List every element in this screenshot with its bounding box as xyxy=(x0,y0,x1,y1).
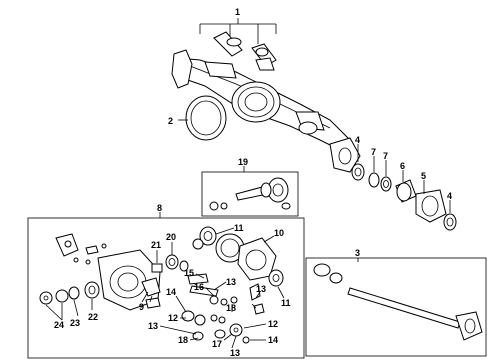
callout-labels: 1 2 3 4 4 5 6 7 7 8 9 10 11 11 12 12 13 … xyxy=(54,7,452,358)
callout-3: 3 xyxy=(355,248,360,258)
callout-17: 17 xyxy=(212,339,222,349)
callout-8: 8 xyxy=(157,203,162,213)
cover-gasket xyxy=(185,95,227,141)
callout-4-lower: 4 xyxy=(447,191,452,201)
callout-11-lower: 11 xyxy=(281,298,291,308)
callout-13-left: 13 xyxy=(148,321,158,331)
callout-13-upper: 13 xyxy=(226,277,236,287)
callout-5: 5 xyxy=(421,171,426,181)
callout-19: 19 xyxy=(238,157,248,167)
callout-11-upper: 11 xyxy=(234,223,244,233)
callout-24: 24 xyxy=(54,320,64,330)
axle-bearing-group xyxy=(351,163,457,231)
callout-18-left: 18 xyxy=(178,335,188,345)
callout-21: 21 xyxy=(151,240,161,250)
callout-2: 2 xyxy=(168,116,173,126)
leader-lines xyxy=(45,18,451,349)
axle-shaft xyxy=(305,257,487,357)
vent-hose-set xyxy=(213,31,277,71)
callout-9: 9 xyxy=(139,302,144,312)
callout-12-right: 12 xyxy=(268,319,278,329)
callout-22: 22 xyxy=(88,312,98,322)
axle-housing xyxy=(171,49,361,173)
pinion-kit xyxy=(201,171,299,217)
carrier-kit xyxy=(27,217,305,359)
callout-15: 15 xyxy=(184,268,194,278)
callout-13-bottom: 13 xyxy=(230,348,240,358)
callout-12-left: 12 xyxy=(168,313,178,323)
callout-7-left: 7 xyxy=(371,147,376,157)
callout-10: 10 xyxy=(274,228,284,238)
callout-7-right: 7 xyxy=(383,151,388,161)
callout-20: 20 xyxy=(166,232,176,242)
callout-16: 16 xyxy=(194,282,204,292)
callout-14-right: 14 xyxy=(268,335,278,345)
callout-18-right: 18 xyxy=(226,303,236,313)
callout-13-middle: 13 xyxy=(256,284,266,294)
callout-14-left: 14 xyxy=(166,287,176,297)
callout-1: 1 xyxy=(235,7,240,17)
callout-6: 6 xyxy=(400,161,405,171)
callout-23: 23 xyxy=(70,318,80,328)
callout-4-upper: 4 xyxy=(355,135,360,145)
